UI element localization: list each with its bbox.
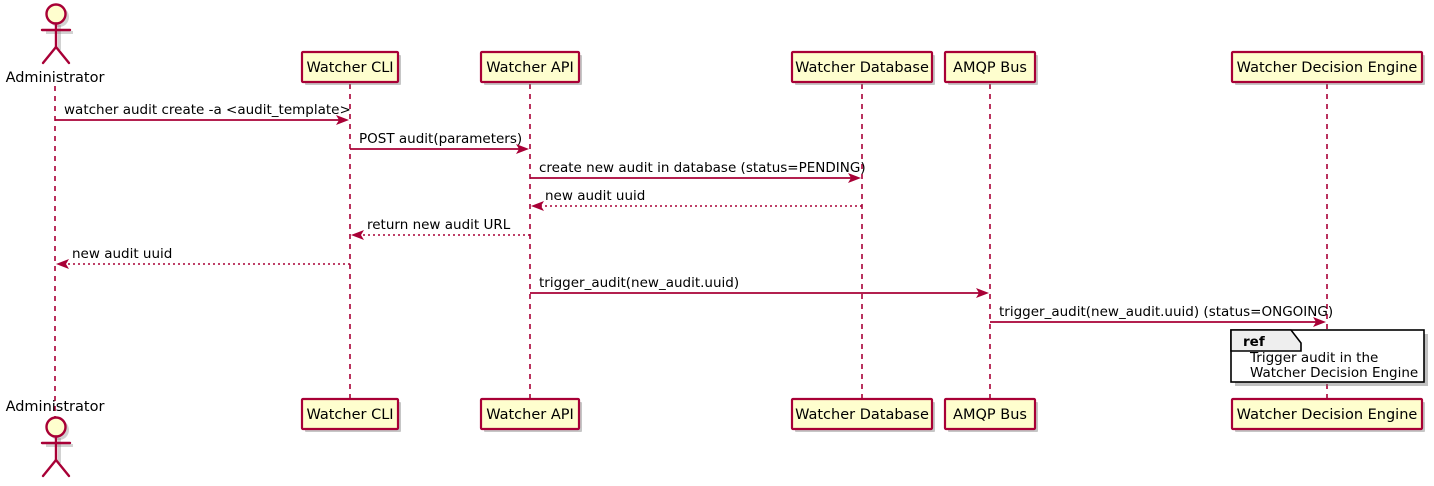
actor-label: Administrator (6, 70, 105, 86)
lifelines (54, 84, 1328, 420)
actor-leg-left (41, 458, 58, 478)
participant-watcher-api-bottom[interactable]: Watcher API (479, 397, 582, 432)
message-post-audit[interactable]: POST audit(parameters) (350, 131, 529, 154)
arrowhead-right (516, 144, 529, 154)
message-label: trigger_audit(new_audit.uuid) (status=ON… (999, 304, 1333, 320)
participant-label: AMQP Bus (953, 407, 1027, 423)
participant-label: Watcher CLI (306, 60, 393, 76)
message-return-new-audit-url[interactable]: return new audit URL (351, 217, 530, 240)
participant-watcher-database-bottom[interactable]: Watcher Database (790, 397, 935, 432)
arrowhead-left (531, 201, 544, 211)
ref-tab (1230, 329, 1302, 352)
arrowhead-left (351, 230, 364, 240)
participant-label: Watcher Decision Engine (1237, 60, 1418, 76)
participant-label: Watcher API (486, 407, 574, 423)
message-create-new-audit[interactable]: create new audit in database (status=PEN… (530, 160, 866, 183)
participant-label: AMQP Bus (953, 60, 1027, 76)
actor-label: Administrator (6, 399, 105, 415)
participant-label: Watcher CLI (306, 407, 393, 423)
participant-watcher-database-top[interactable]: Watcher Database (790, 50, 935, 85)
ref-block[interactable]: ref Trigger audit in the Watcher Decisio… (1230, 329, 1428, 386)
participant-label: Watcher Decision Engine (1237, 407, 1418, 423)
actor-head-icon (45, 416, 67, 438)
actor-leg-left (41, 45, 58, 65)
message-new-audit-uuid-cli[interactable]: new audit uuid (56, 246, 350, 269)
participant-watcher-cli-bottom[interactable]: Watcher CLI (300, 397, 401, 432)
arrowhead-right (1313, 317, 1326, 327)
participant-label: Watcher Database (795, 407, 929, 423)
arrowhead-left (56, 259, 69, 269)
message-label: create new audit in database (status=PEN… (539, 160, 866, 176)
ref-body-line-1: Trigger audit in the (1249, 350, 1378, 366)
message-label: return new audit URL (367, 217, 511, 233)
arrowhead-right (336, 115, 349, 125)
message-label: POST audit(parameters) (359, 131, 522, 147)
participant-decision-engine-top[interactable]: Watcher Decision Engine (1230, 50, 1425, 85)
message-trigger-audit[interactable]: trigger_audit(new_audit.uuid) (530, 275, 989, 298)
participant-watcher-cli-top[interactable]: Watcher CLI (300, 50, 401, 85)
actor-head-icon (45, 3, 67, 25)
message-label: new audit uuid (545, 188, 645, 204)
arrowhead-right (976, 288, 989, 298)
participant-amqp-bus-bottom[interactable]: AMQP Bus (943, 397, 1038, 432)
ref-tab-label: ref (1243, 334, 1265, 350)
participant-watcher-api-top[interactable]: Watcher API (479, 50, 582, 85)
participant-label: Watcher API (486, 60, 574, 76)
actor-leg-right (54, 45, 71, 65)
actor-administrator-bottom[interactable]: Administrator (6, 399, 105, 478)
actor-leg-right (54, 458, 71, 478)
message-label: trigger_audit(new_audit.uuid) (539, 275, 739, 291)
arrowhead-right (848, 173, 861, 183)
participant-decision-engine-bottom[interactable]: Watcher Decision Engine (1230, 397, 1425, 432)
message-watcher-audit-create[interactable]: watcher audit create -a <audit_template> (55, 102, 351, 125)
participant-label: Watcher Database (795, 60, 929, 76)
participant-amqp-bus-top[interactable]: AMQP Bus (943, 50, 1038, 85)
message-label: new audit uuid (72, 246, 172, 262)
message-label: watcher audit create -a <audit_template> (64, 102, 351, 118)
ref-body-line-2: Watcher Decision Engine (1250, 365, 1418, 381)
message-trigger-audit-ongoing[interactable]: trigger_audit(new_audit.uuid) (status=ON… (990, 304, 1333, 327)
actor-administrator-top[interactable]: Administrator (6, 3, 105, 87)
message-new-audit-uuid-db[interactable]: new audit uuid (531, 188, 862, 211)
